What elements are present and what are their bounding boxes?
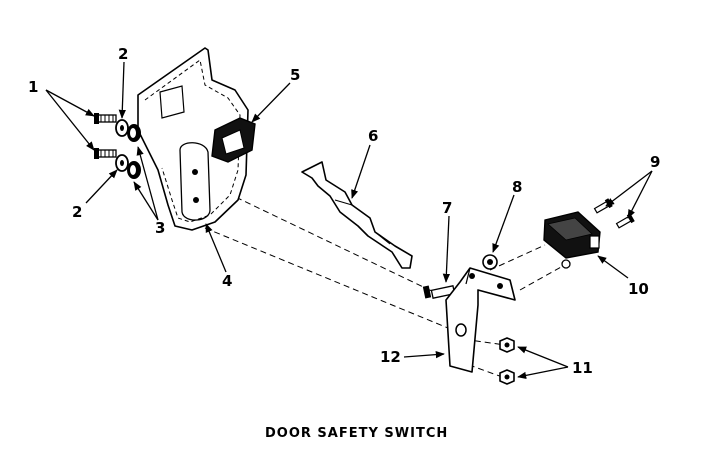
callout-8: 8 — [512, 178, 522, 196]
callout-5: 5 — [290, 66, 300, 84]
callout-1: 1 — [28, 78, 38, 96]
grommet-parts — [127, 124, 141, 179]
door-housing-part — [137, 47, 249, 231]
hex-nut-parts — [499, 337, 515, 385]
washer-parts — [115, 119, 129, 172]
actuator-lever-part — [301, 161, 413, 269]
callout-2-bottom: 2 — [72, 203, 82, 221]
alignment-lines — [199, 179, 571, 379]
mounting-bracket-part — [445, 267, 516, 373]
callout-4: 4 — [222, 272, 232, 290]
spacer-nut-part — [482, 254, 498, 270]
callout-7: 7 — [442, 199, 452, 217]
callout-3: 3 — [155, 219, 165, 237]
plug-part — [211, 117, 256, 163]
safety-switch-part — [543, 211, 601, 269]
callout-10: 10 — [628, 280, 649, 298]
callout-9: 9 — [650, 153, 660, 171]
callout-11: 11 — [572, 359, 593, 377]
diagram-caption: DOOR SAFETY SWITCH — [265, 426, 448, 441]
switch-screw-parts — [593, 198, 635, 229]
callout-2-top: 2 — [118, 45, 128, 63]
callout-labels: 1 2 2 3 4 5 6 7 8 9 10 11 12 — [28, 45, 660, 377]
callout-12: 12 — [380, 348, 401, 366]
callout-6: 6 — [368, 127, 378, 145]
screw-parts — [94, 113, 117, 159]
leader-lines — [45, 61, 653, 379]
